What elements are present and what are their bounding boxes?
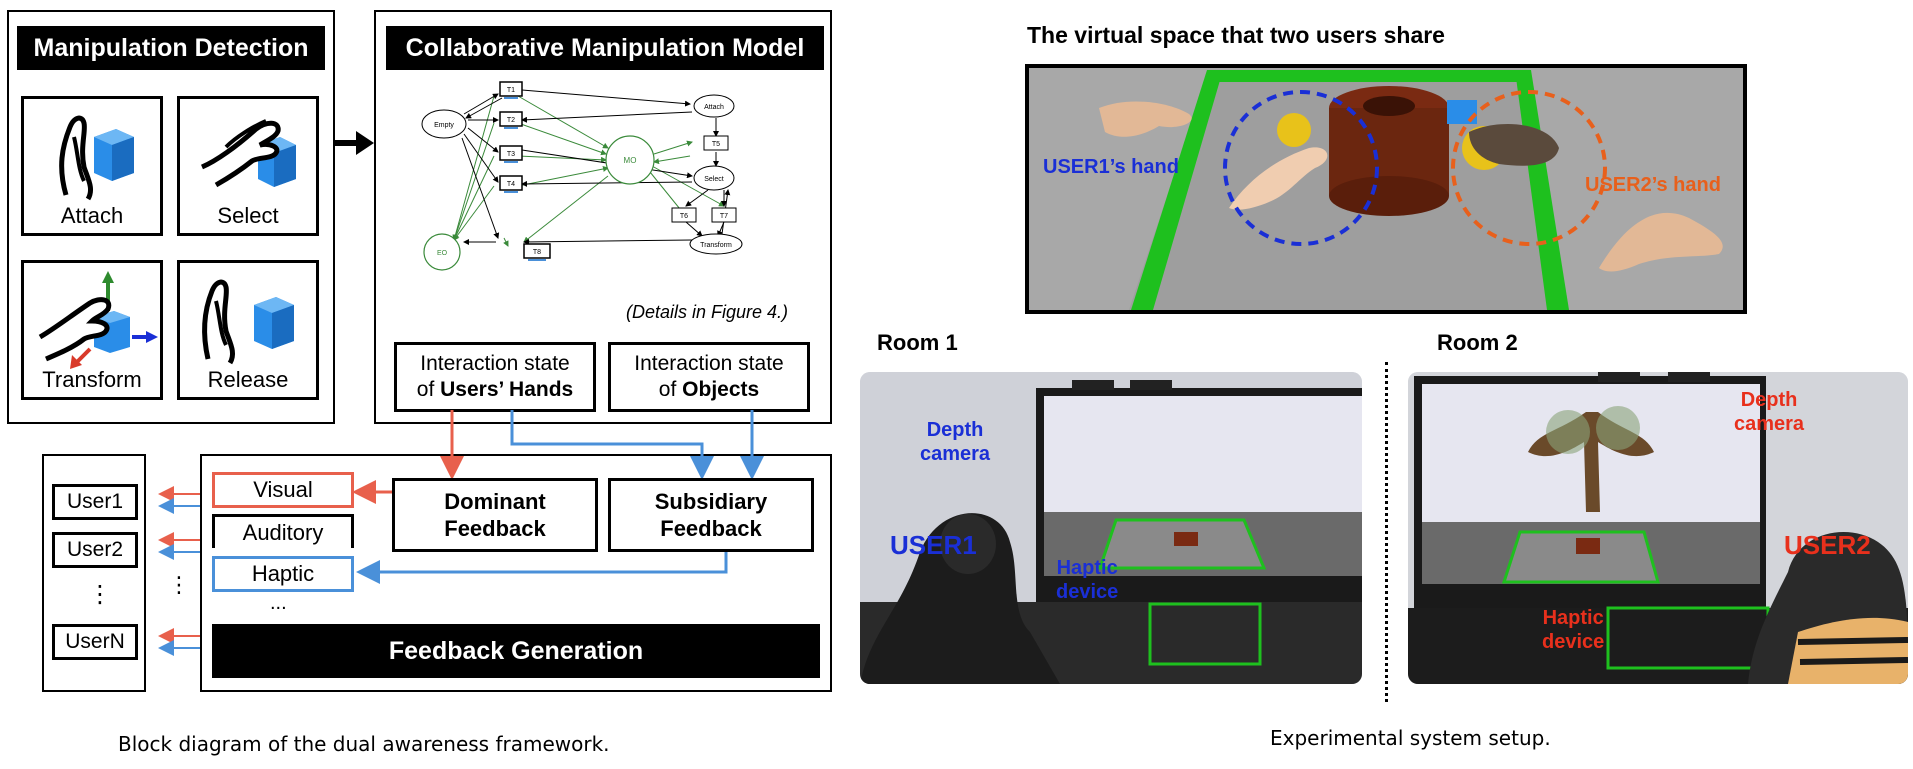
hands-state-line1: Interaction state [420,351,570,375]
virtual-space-title: The virtual space that two users share [1027,22,1445,48]
virtual-scene [1099,70,1723,310]
users-ellipsis: ⋮ [88,581,112,608]
dominant-line2: Feedback [444,516,546,541]
hands-state-line2: of Users’ Hands [417,377,573,403]
user1-box: User1 [52,484,138,520]
room2-haptic: Haptic device [1542,607,1605,653]
user2-box: User2 [52,532,138,568]
feedback-generation-bar: Feedback Generation [212,624,820,678]
room1-scene [860,372,1362,684]
details-note: (Details in Figure 4.) [626,302,789,322]
hand-release-cube-icon [202,279,294,365]
user2-hand-label: USER2’s hand [1585,174,1721,196]
virtual-space-view: USER1’s hand USER2’s hand [1025,64,1747,314]
user1-hand-label: USER1’s hand [1043,156,1179,178]
modalities-more: ... [270,592,287,614]
select-state: Select [704,176,724,183]
usern-box: UserN [52,624,138,660]
auditory-box: Auditory [212,514,354,548]
objects-state-prefix: of [658,378,683,401]
subsidiary-line2: Feedback [660,516,762,541]
release-tile: Release [177,260,319,400]
objects-state-bold: Objects [682,378,760,401]
subsidiary-feedback-box: Subsidiary Feedback [608,478,814,552]
room1-haptic: Haptic device [1056,557,1119,603]
subsidiary-line1: Subsidiary [654,488,768,514]
arrows-ellipsis: ⋮ [168,572,190,597]
select-label: Select [217,203,279,228]
detection-to-model-arrow [334,131,374,155]
manipulation-detection-title: Manipulation Detection [17,26,325,70]
dominant-line1: Dominant [444,488,546,514]
manipulation-detection-panel: Manipulation Detection Attach Select [7,10,335,424]
rooms-divider [1385,362,1388,702]
feedback-arrows [158,410,764,656]
room2-label: Room 2 [1437,330,1518,355]
eo-state: EO [437,250,448,257]
objects-state-box: Interaction state of Objects [608,342,810,412]
mo-state: MO [624,156,637,165]
right-caption: Experimental system setup. [1270,726,1551,750]
hand-attach-cube-icon [59,115,134,201]
t7-state: T7 [720,213,728,220]
hand-transform-cube-icon [38,271,158,369]
t8-state: T8 [533,249,541,256]
t2-state: T2 [507,117,515,124]
attach-state: Attach [704,104,724,111]
hands-state-bold: Users’ Hands [440,378,574,401]
room1-depth-camera: Depth camera [920,419,991,465]
room2-depth-camera: Depth camera [1734,389,1805,435]
objects-state-line2: of Objects [659,377,759,403]
t4-state: T4 [507,181,515,188]
release-label: Release [207,367,289,392]
room1-user: USER1 [890,530,977,560]
room1-photo: Depth camera USER1 Haptic device [860,372,1362,684]
t3-state: T3 [507,151,515,158]
collaborative-model-title: Collaborative Manipulation Model [386,26,824,70]
room2-photo: Depth camera USER2 Haptic device [1408,372,1908,684]
t5-state: T5 [712,141,720,148]
t6-state: T6 [680,213,688,220]
t1-state: T1 [507,87,515,94]
collaborative-model-panel: Collaborative Manipulation Model [374,10,832,424]
room1-label: Room 1 [877,330,958,355]
transform-label: Transform [42,367,142,392]
attach-label: Attach [60,203,124,228]
transform-tile: Transform [21,260,163,400]
transform-state: Transform [700,242,732,249]
state-transition-diagram: Empty Attach Select Transform MO EO T1 T… [421,81,743,271]
attach-tile: Attach [21,96,163,236]
hand-select-cube-icon [200,119,296,188]
room2-user: USER2 [1784,530,1871,560]
objects-state-line1: Interaction state [634,351,784,375]
select-tile: Select [177,96,319,236]
empty-state: Empty [434,122,454,129]
room2-scene [1408,372,1908,684]
hands-state-prefix: of [416,378,441,401]
hands-state-box: Interaction state of Users’ Hands [394,342,596,412]
visual-box: Visual [212,472,354,508]
left-caption: Block diagram of the dual awareness fram… [118,732,610,756]
dominant-feedback-box: Dominant Feedback [392,478,598,552]
haptic-box: Haptic [212,556,354,592]
